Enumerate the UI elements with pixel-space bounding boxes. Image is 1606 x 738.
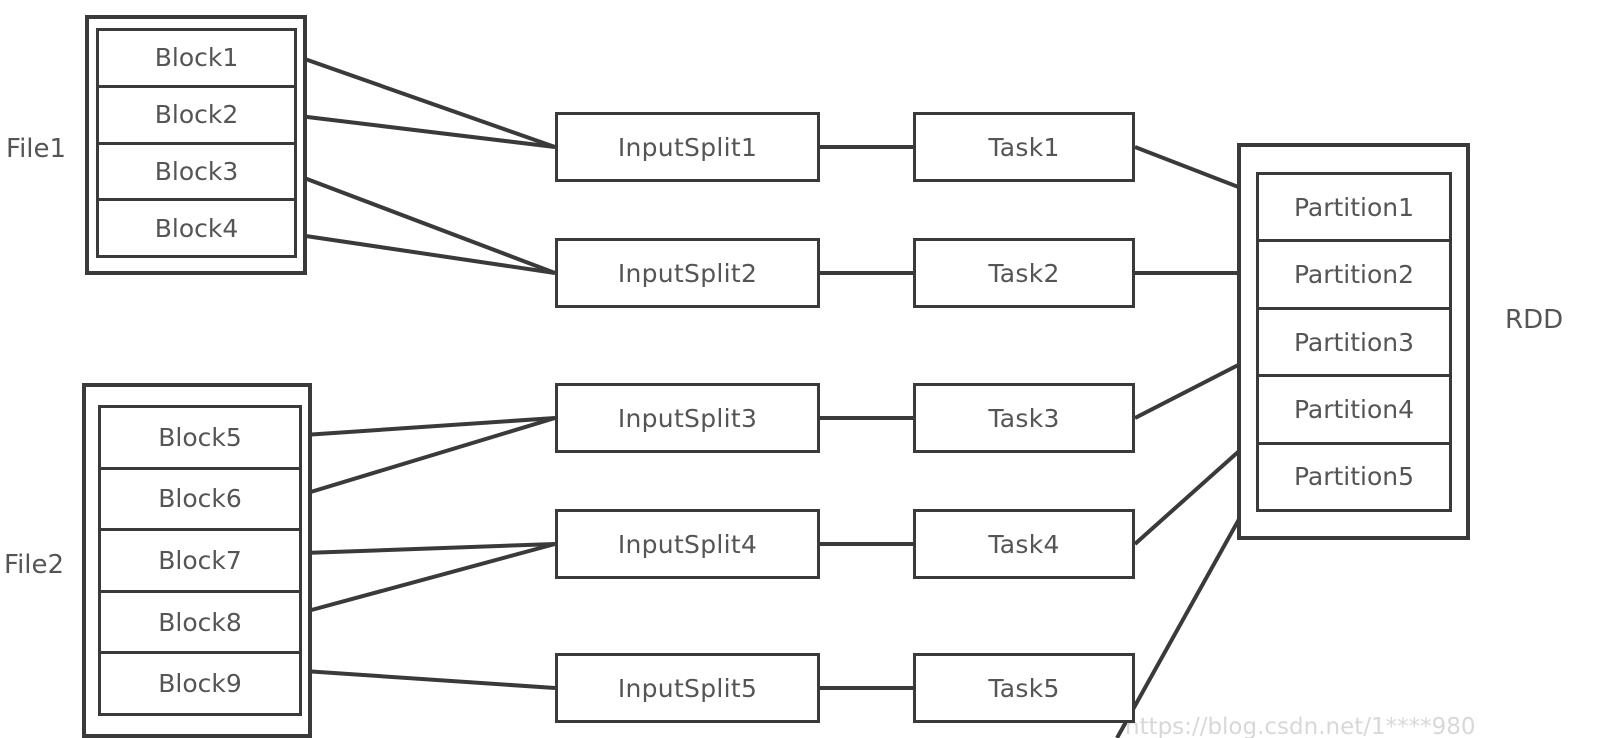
block-cell[interactable]: Block8	[98, 589, 302, 655]
partition-label: Partition1	[1293, 192, 1415, 222]
edge-block4-inputsplit2	[298, 233, 556, 275]
edge-block8-inputsplit4	[303, 542, 556, 614]
block-cell[interactable]: Block7	[98, 528, 302, 593]
task-node[interactable]: Task5	[913, 653, 1135, 723]
edge-block2-inputsplit1	[298, 114, 556, 149]
watermark-text: https://blog.csdn.net/1****980	[1125, 714, 1476, 738]
inputsplit-label: InputSplit5	[617, 673, 758, 703]
edge-block7-inputsplit4	[303, 542, 556, 555]
file2-block-stack: Block5 Block6 Block7 Block8 Block9	[98, 405, 302, 716]
block-cell[interactable]: Block3	[96, 141, 297, 202]
inputsplit-label: InputSplit1	[617, 132, 758, 162]
block-label: Block5	[158, 422, 242, 452]
file2-label: File2	[4, 550, 65, 580]
task-node[interactable]: Task2	[913, 238, 1135, 308]
block-cell[interactable]: Block2	[96, 84, 297, 145]
file1-block-stack: Block1 Block2 Block3 Block4	[96, 28, 297, 258]
partition-cell[interactable]: Partition5	[1256, 441, 1452, 513]
task-label: Task4	[988, 529, 1060, 559]
partition-label: Partition3	[1293, 327, 1415, 357]
inputsplit-node[interactable]: InputSplit4	[555, 509, 820, 579]
rdd-partition-stack: Partition1 Partition2 Partition3 Partiti…	[1256, 172, 1452, 513]
inputsplit-node[interactable]: InputSplit3	[555, 383, 820, 453]
block-label: Block9	[158, 669, 242, 699]
block-cell[interactable]: Block5	[98, 405, 302, 470]
partition-cell[interactable]: Partition3	[1256, 306, 1452, 378]
block-label: Block1	[154, 43, 239, 73]
block-cell[interactable]: Block4	[96, 198, 297, 258]
edge-block5-inputsplit3	[303, 416, 556, 437]
task-node[interactable]: Task1	[913, 112, 1135, 182]
task-label: Task5	[988, 673, 1060, 703]
partition-label: Partition5	[1293, 462, 1415, 492]
partition-label: Partition4	[1293, 394, 1415, 424]
partition-cell[interactable]: Partition2	[1256, 239, 1452, 310]
partition-cell[interactable]: Partition4	[1256, 374, 1452, 445]
edge-block1-inputsplit1	[298, 55, 556, 149]
task-label: Task1	[988, 132, 1060, 162]
block-cell[interactable]: Block9	[98, 651, 302, 716]
task-label: Task3	[988, 403, 1060, 433]
block-label: Block6	[158, 484, 242, 514]
inputsplit-label: InputSplit3	[617, 403, 758, 433]
edge-block6-inputsplit3	[303, 416, 556, 496]
inputsplit-label: InputSplit2	[617, 258, 758, 288]
task-node[interactable]: Task4	[913, 509, 1135, 579]
block-label: Block2	[154, 100, 239, 130]
inputsplit-node[interactable]: InputSplit2	[555, 238, 820, 308]
block-cell[interactable]: Block1	[96, 28, 297, 88]
partition-cell[interactable]: Partition1	[1256, 172, 1452, 243]
task-node[interactable]: Task3	[913, 383, 1135, 453]
inputsplit-label: InputSplit4	[617, 529, 758, 559]
block-cell[interactable]: Block6	[98, 466, 302, 532]
block-label: Block3	[154, 156, 239, 186]
file1-label: File1	[6, 134, 67, 164]
edge-block3-inputsplit2	[298, 174, 556, 275]
inputsplit-node[interactable]: InputSplit1	[555, 112, 820, 182]
inputsplit-node[interactable]: InputSplit5	[555, 653, 820, 723]
task-label: Task2	[988, 258, 1060, 288]
block-label: Block4	[154, 213, 239, 243]
partition-label: Partition2	[1293, 260, 1415, 290]
block-label: Block8	[158, 607, 242, 637]
block-label: Block7	[158, 545, 242, 575]
rdd-label: RDD	[1505, 305, 1564, 335]
edge-block9-inputsplit5	[303, 669, 556, 690]
